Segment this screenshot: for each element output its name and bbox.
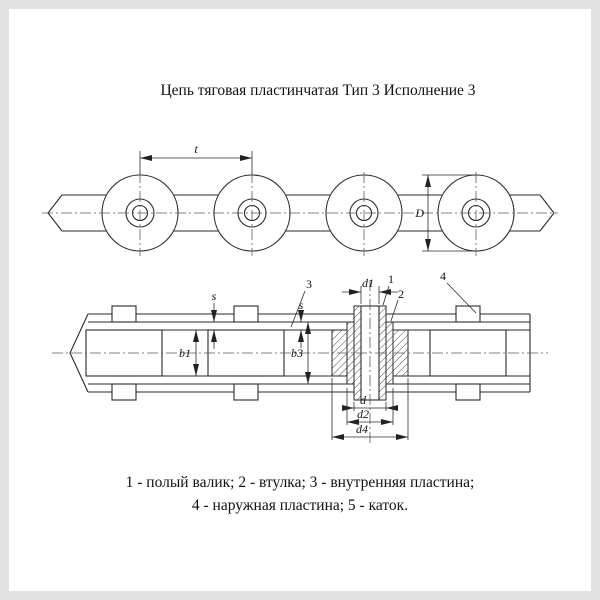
dim-label-d2: d2 (357, 407, 369, 421)
dimension-t: t (139, 142, 253, 174)
dim-label-s2: s (299, 298, 304, 312)
dimension-s1: s (211, 289, 217, 349)
dim-label-d4: d4 (356, 422, 368, 436)
drawing-title: Цепь тяговая пластинчатая Тип 3 Исполнен… (160, 82, 475, 99)
dim-label-D: D (414, 206, 424, 220)
dimension-d2: d2 (346, 388, 394, 425)
top-view: t D (42, 142, 558, 256)
pin-heads (111, 305, 481, 401)
callout-3: 3 (290, 277, 312, 328)
break-line-right (539, 194, 555, 232)
callout-label-1: 1 (388, 272, 394, 286)
dim-label-t: t (194, 142, 198, 156)
dim-label-s1: s (212, 289, 217, 303)
legend-line-2: 4 - наружная пластина; 5 - каток. (192, 497, 408, 514)
dim-label-d1: d1 (362, 276, 374, 290)
dimension-d4: d4 (331, 378, 409, 440)
callout-4: 4 (440, 269, 477, 314)
legend-line-1: 1 - полый валик; 2 - втулка; 3 - внутрен… (126, 474, 475, 491)
callout-2: 2 (390, 287, 404, 322)
dimension-D: D (414, 174, 476, 252)
callout-label-3: 3 (306, 277, 312, 291)
callout-1: 1 (382, 272, 394, 306)
dimension-s2: s (298, 298, 304, 348)
dim-label-b3: b3 (291, 346, 303, 360)
dimension-b1: b1 (179, 330, 199, 376)
section-view: s s b1 b3 d1 (52, 269, 548, 444)
dimension-d: d (342, 393, 398, 411)
callout-label-2: 2 (398, 287, 404, 301)
dimension-d1: d1 (342, 276, 398, 304)
break-line-left (69, 313, 89, 393)
dim-label-b1: b1 (179, 346, 191, 360)
dimension-b3: b3 (291, 322, 311, 384)
callout-label-4: 4 (440, 269, 446, 283)
dim-label-d: d (360, 393, 367, 407)
